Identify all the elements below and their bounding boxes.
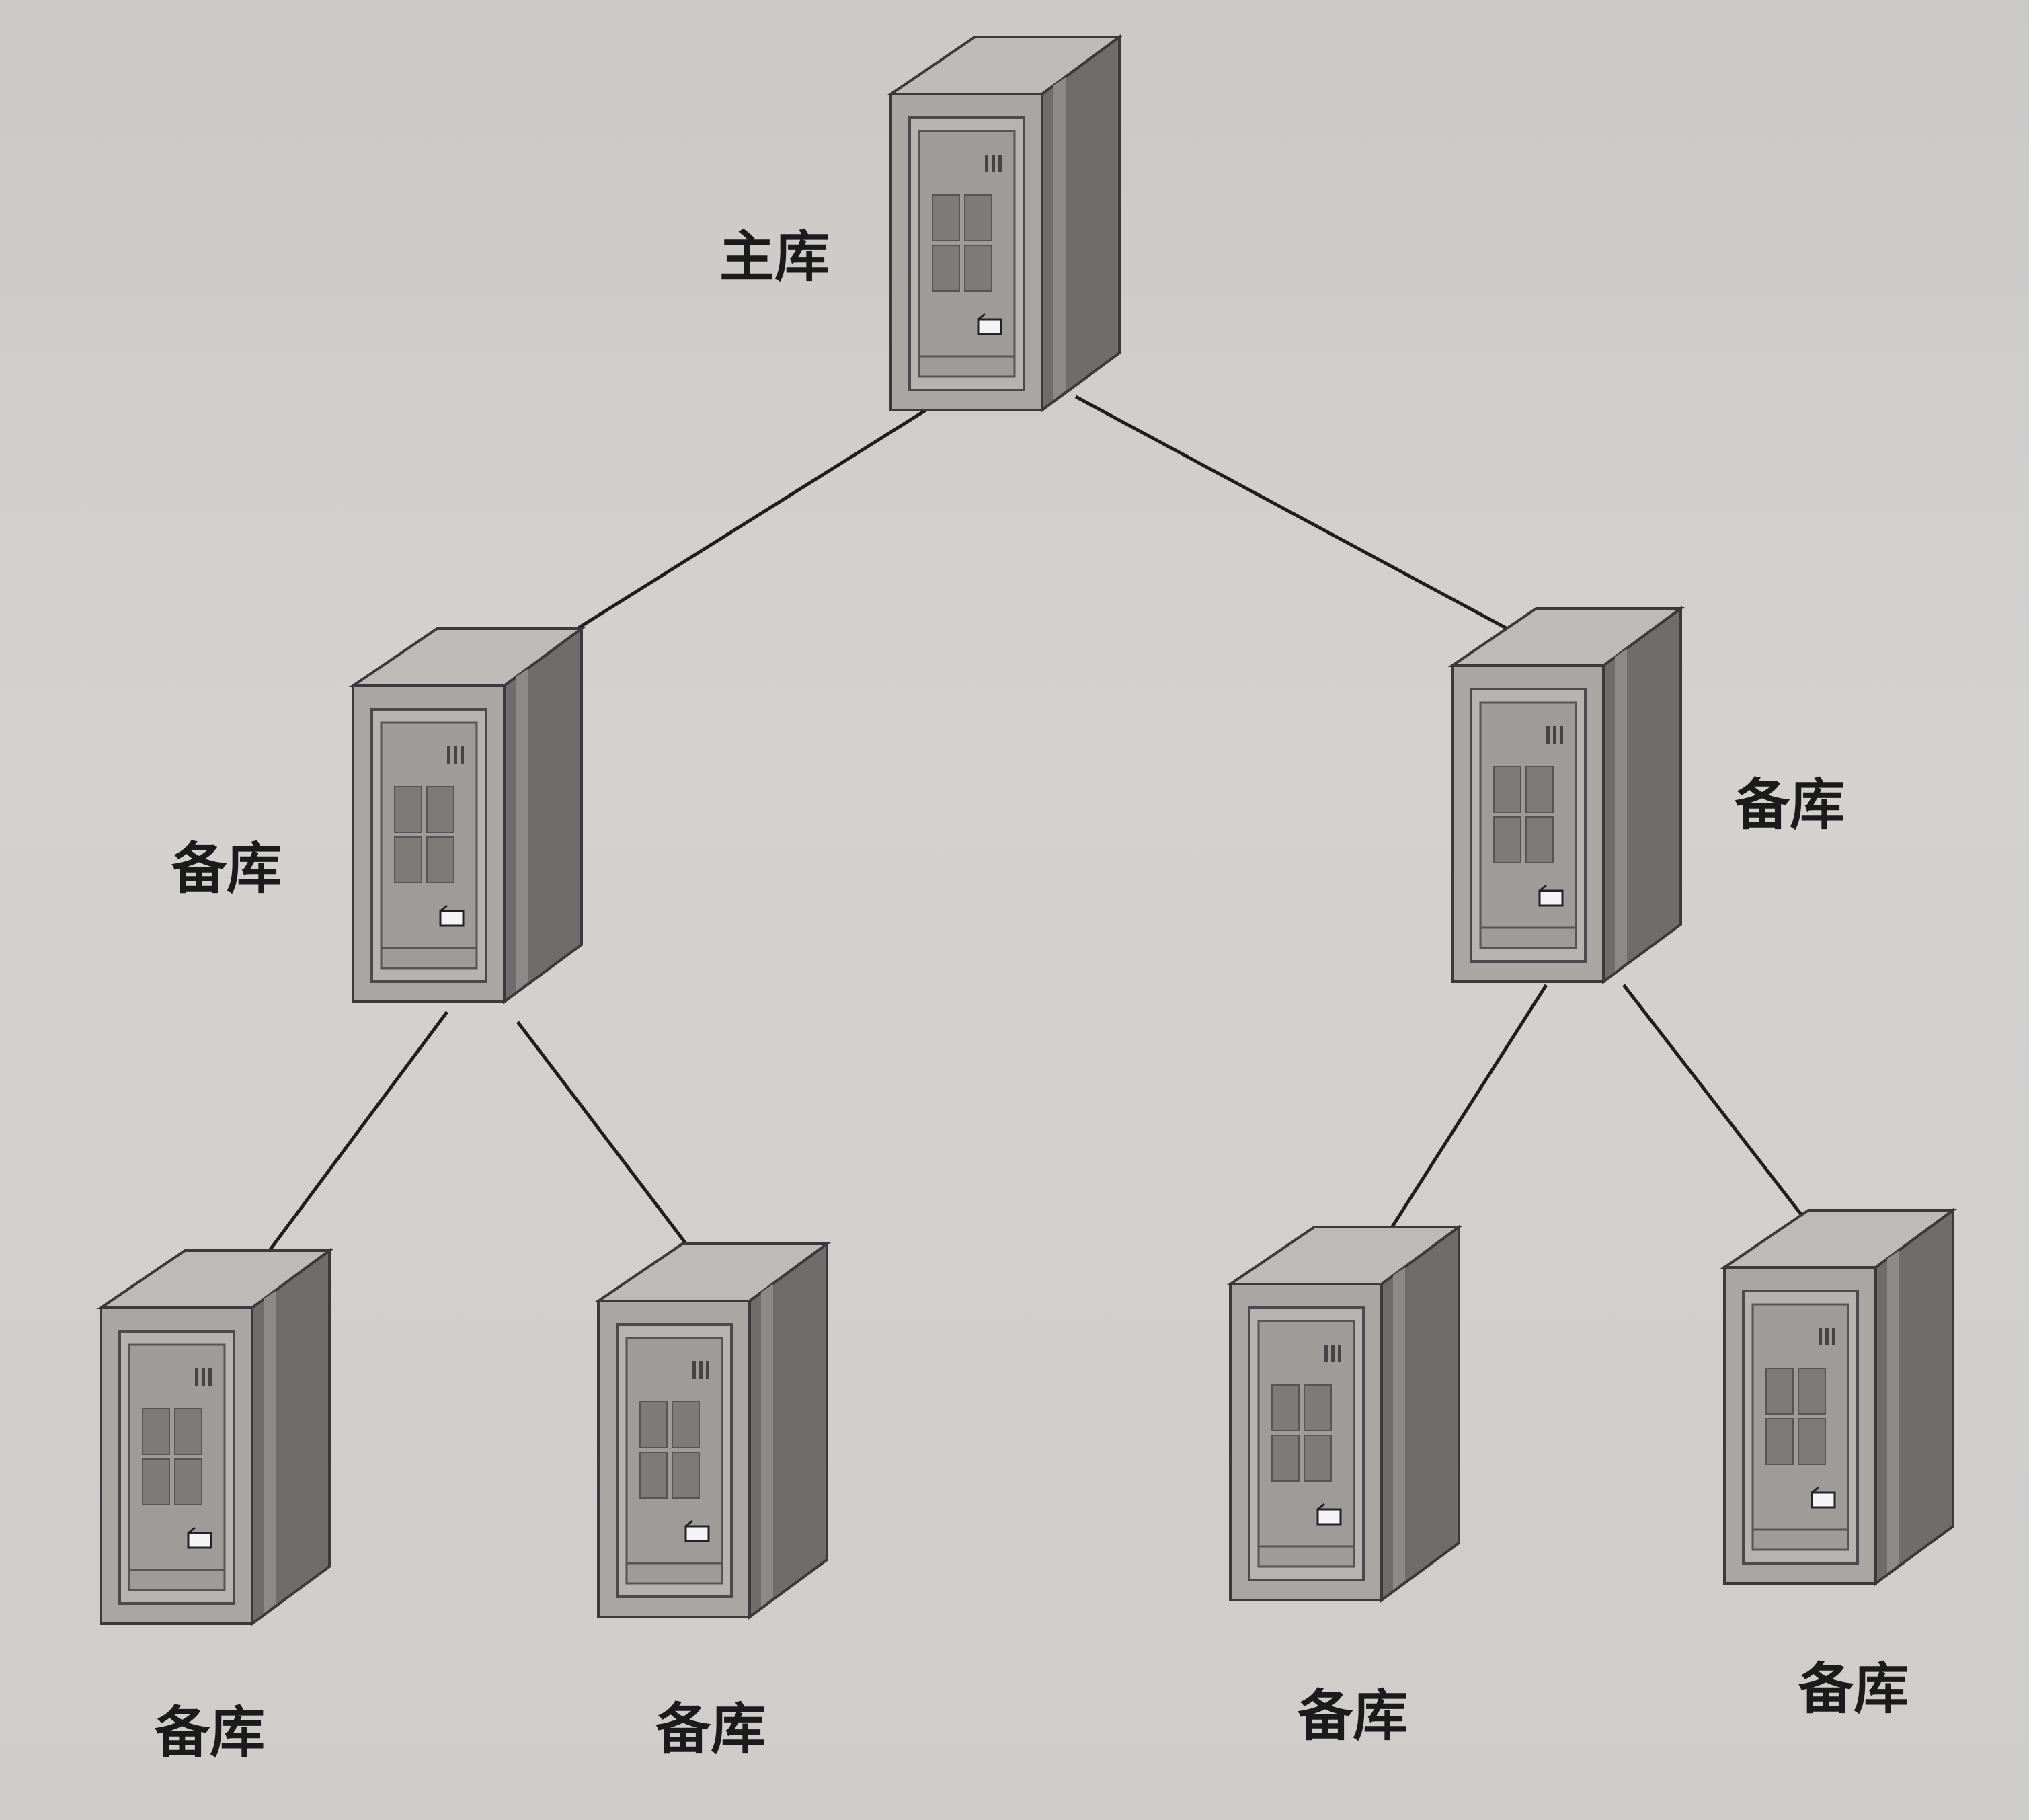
node-slave-rr: 备库 — [1723, 1209, 1954, 1721]
node-slave-right: 备库 — [1451, 607, 1845, 983]
node-slave-ll: 备库 — [100, 1249, 331, 1765]
server-icon — [1723, 1209, 1954, 1585]
node-slave-left: 备库 — [171, 627, 583, 1003]
node-label: 备库 — [1298, 1684, 1408, 1748]
server-icon — [1229, 1226, 1460, 1601]
node-slave-rl: 备库 — [1229, 1226, 1460, 1748]
node-label: 备库 — [1735, 773, 1845, 837]
server-icon — [597, 1242, 828, 1618]
node-label: 备库 — [655, 1698, 766, 1762]
node-label: 备库 — [171, 837, 282, 901]
server-icon — [889, 36, 1121, 411]
server-icon — [352, 627, 583, 1003]
server-icon — [1451, 607, 1682, 983]
node-label: 备库 — [155, 1701, 265, 1765]
server-icon — [100, 1249, 331, 1625]
edge-master-to-slave-right — [1074, 395, 1572, 664]
node-master: 主库 — [719, 36, 1121, 411]
node-label: 主库 — [719, 225, 830, 289]
node-label: 备库 — [1798, 1657, 1909, 1721]
node-slave-lr: 备库 — [597, 1242, 828, 1762]
